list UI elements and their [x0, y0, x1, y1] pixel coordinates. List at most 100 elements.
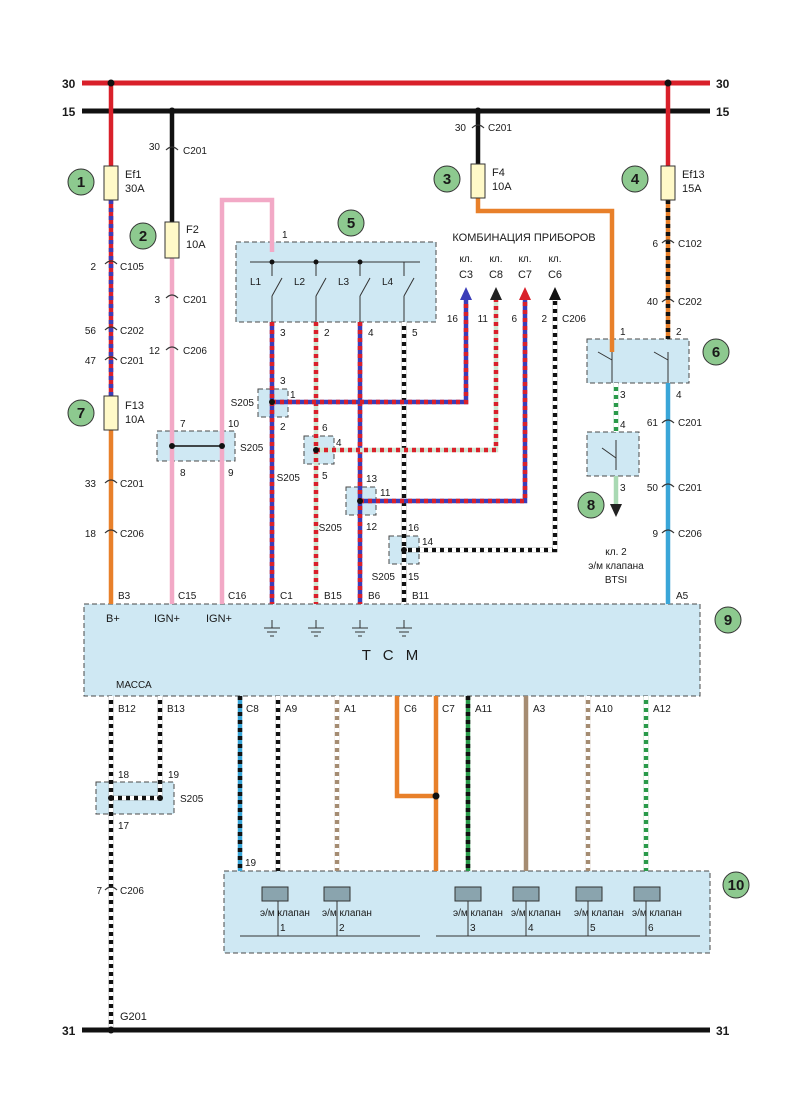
svg-text:C206: C206	[183, 346, 207, 357]
cluster-kl-3: кл.	[518, 254, 531, 265]
svg-text:2: 2	[90, 262, 96, 273]
cluster-term-c8: C8	[489, 269, 503, 281]
switch-contacts	[250, 261, 420, 322]
splice-labels: 7 10 8 9 S205 3 1 2 S205 6 4 5 S205 13 1…	[118, 376, 434, 832]
svg-text:A12: A12	[653, 704, 671, 715]
svg-text:э/м клапана: э/м клапана	[588, 561, 644, 572]
svg-text:16: 16	[408, 523, 420, 534]
svg-text:C201: C201	[488, 123, 512, 134]
wire-to-c8-stripe	[316, 300, 499, 453]
tcm-bottom-pins: B12 B13 C8 A9 A1 C6 C7 A11 A3 A10 A12	[118, 704, 671, 715]
cluster-pin-11: 11	[478, 314, 489, 325]
callout-2: 2	[139, 228, 147, 245]
svg-text:3: 3	[620, 390, 626, 401]
valve-coils	[261, 886, 661, 902]
svg-text:30: 30	[149, 142, 161, 153]
svg-text:4: 4	[620, 420, 626, 431]
svg-text:э/м клапан: э/м клапан	[260, 908, 310, 919]
svg-text:э/м клапан: э/м клапан	[632, 908, 682, 919]
switch-pin-4: 4	[368, 328, 374, 339]
svg-text:C15: C15	[178, 591, 197, 602]
svg-text:B6: B6	[368, 591, 381, 602]
svg-text:2: 2	[676, 327, 682, 338]
fuse-f4-rating: 10A	[492, 181, 512, 193]
svg-text:50: 50	[647, 483, 659, 494]
svg-text:A11: A11	[475, 704, 492, 715]
relay-6-box	[586, 338, 690, 384]
cluster-title: КОМБИНАЦИЯ ПРИБОРОВ	[452, 232, 595, 244]
cluster-term-c6: C6	[548, 269, 562, 281]
svg-text:S205: S205	[319, 523, 343, 534]
fuse-f2-name: F2	[186, 224, 199, 236]
bus-31-label-right: 31	[716, 1024, 730, 1038]
svg-text:S205: S205	[231, 398, 255, 409]
svg-text:S205: S205	[277, 473, 301, 484]
svg-text:10: 10	[228, 419, 240, 430]
svg-text:1: 1	[290, 390, 296, 401]
svg-text:40: 40	[647, 297, 659, 308]
svg-text:8: 8	[180, 468, 186, 479]
switch-block-box	[235, 241, 437, 323]
svg-text:14: 14	[422, 537, 434, 548]
fuse-f13	[103, 395, 119, 431]
svg-text:61: 61	[647, 418, 659, 429]
cluster-pin-2: 2	[541, 314, 547, 325]
ground-symbols	[264, 620, 412, 637]
svg-text:5: 5	[322, 471, 328, 482]
switch-pin-2: 2	[324, 328, 330, 339]
connector-labels: 2 C105 56 C202 47 C201 33 C201 18 C206 3…	[85, 123, 702, 897]
fuse-f4	[470, 163, 486, 199]
svg-text:12: 12	[366, 522, 378, 533]
svg-text:IGN+: IGN+	[206, 613, 232, 625]
wire-f4-out	[475, 198, 615, 352]
fuse-ef13-name: Ef13	[682, 169, 705, 181]
valve-block-box	[223, 870, 711, 954]
svg-text:33: 33	[85, 479, 97, 490]
svg-text:э/м клапан: э/м клапан	[322, 908, 372, 919]
svg-text:B15: B15	[324, 591, 342, 602]
wire-b13-stripe	[111, 696, 163, 801]
svg-text:B3: B3	[118, 591, 131, 602]
svg-text:C201: C201	[183, 295, 207, 306]
fuse-f4-name: F4	[492, 167, 505, 179]
svg-text:C201: C201	[678, 418, 702, 429]
svg-text:э/м клапан: э/м клапан	[511, 908, 561, 919]
svg-text:C201: C201	[678, 483, 702, 494]
svg-text:6: 6	[648, 923, 654, 934]
svg-text:C8: C8	[246, 704, 259, 715]
svg-text:18: 18	[118, 770, 130, 781]
svg-text:C201: C201	[120, 479, 144, 490]
wire-pink-loop	[219, 197, 275, 604]
svg-text:17: 17	[118, 821, 130, 832]
svg-text:2: 2	[339, 923, 345, 934]
tcm-mass-label: МАССА	[116, 680, 152, 691]
svg-text:C206: C206	[120, 529, 144, 540]
svg-text:1: 1	[280, 923, 286, 934]
wire-to-c6	[404, 300, 558, 553]
svg-text:S205: S205	[240, 443, 264, 454]
relay-labels: 1 2 3 4 4 3 кл. 2 э/м клапана BTSI	[588, 327, 682, 586]
svg-text:7: 7	[180, 419, 186, 430]
cluster-pin-6: 6	[511, 314, 517, 325]
callout-10: 10	[728, 877, 745, 894]
svg-text:B13: B13	[167, 704, 185, 715]
svg-text:19: 19	[245, 858, 257, 869]
callout-6: 6	[712, 344, 720, 361]
fuse-f13-name: F13	[125, 400, 144, 412]
svg-text:A1: A1	[344, 704, 357, 715]
callout-8: 8	[587, 497, 595, 514]
relay-8-box	[586, 431, 640, 477]
valve-symbols	[240, 898, 700, 937]
svg-text:C6: C6	[404, 704, 417, 715]
svg-text:56: 56	[85, 326, 97, 337]
svg-text:A10: A10	[595, 704, 613, 715]
switch-l2: L2	[294, 277, 306, 288]
tcm-top-pins: B3 C15 C16 C1 B15 B6 B11 A5 B+ IGN+ IGN+	[106, 591, 689, 625]
svg-text:4: 4	[528, 923, 534, 934]
fuse-f2-rating: 10A	[186, 239, 206, 251]
svg-text:9: 9	[228, 468, 234, 479]
svg-text:6: 6	[322, 423, 328, 434]
tcm-box	[83, 603, 701, 697]
svg-text:э/м клапан: э/м клапан	[453, 908, 503, 919]
